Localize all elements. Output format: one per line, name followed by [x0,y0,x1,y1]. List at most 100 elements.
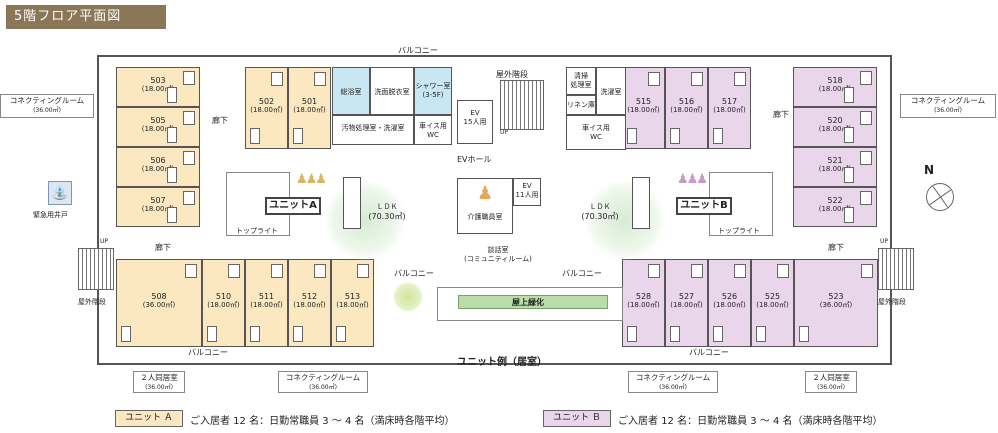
room-number: 521 [827,156,843,165]
washroom: 洗面脱衣室 [370,67,414,115]
balcony-mid-a: バルコニー [394,269,434,278]
bed-icon [756,326,766,342]
toilet-icon [271,72,283,86]
room-number: 506 [150,156,166,165]
building-outline [97,55,892,365]
balcony-mid-b: バルコニー [562,269,602,278]
room-number: 515 [635,97,652,106]
room-number: 502 [258,97,275,106]
double-room-left: ２人同居室(36.00㎡) [133,371,185,393]
room-label: 528(18.00㎡) [623,292,664,310]
legend-unit-a-text: ご入居者 12 名：日勤常職員 3 ～ 4 名（満床時各階平均） [190,416,455,427]
room-503: 503(18.00㎡) [116,67,200,107]
room-label: 526(18.00㎡) [709,292,750,310]
room-area: (18.00㎡) [250,106,283,114]
outdoor-staircase-top [500,80,544,130]
room-area: (18.00㎡) [141,205,175,213]
outdoor-stairs-left [78,248,114,290]
cleaning-room: 清掃 処理室 [566,67,596,95]
bed-icon [799,326,809,342]
room-label: 520(18.00㎡) [794,116,876,134]
kitchen-a [343,177,361,229]
room-area: (18.00㎡) [818,165,852,173]
room-518: 518(18.00㎡) [793,67,877,107]
room-area: (18.00㎡) [207,301,240,309]
bed-icon [844,167,854,183]
linen-room: リネン庫 [566,95,596,115]
room-label: 525(18.00㎡) [752,292,793,310]
roof-green-label: 屋上緑化 [512,298,544,307]
room-area: (36.00㎡) [819,301,853,309]
connecting-room-bottom-right: コネクティングルーム(36.00㎡) [628,371,718,393]
room-label: 527(18.00㎡) [666,292,707,310]
ldk-b: ＬＤＫ(70.30㎡) [581,203,619,221]
emergency-well-icon: ⛲ [48,181,72,205]
corridor-label-b-top: 廊下 [773,110,789,119]
laundry-room: 汚物処理室・洗濯室 [332,115,414,145]
room-label: 505(18.00㎡) [117,116,199,134]
bed-icon [167,167,177,183]
bed-icon [627,128,637,144]
room-area: (18.00㎡) [627,106,660,114]
unit-b-badge: ユニットB [676,197,732,215]
room-area: (18.00㎡) [293,301,326,309]
roof-green-bar [458,295,608,309]
room-number: 510 [215,292,232,301]
room-area: (36.00㎡) [142,301,176,309]
room-513: 513(18.00㎡) [331,259,374,347]
room-502: 502(18.00㎡) [245,67,288,149]
room-522: 522(18.00㎡) [793,187,877,227]
room-area: (18.00㎡) [670,106,703,114]
room-number: 523 [828,292,844,301]
room-number: 525 [764,292,781,301]
bed-icon [293,128,303,144]
toilet-icon [183,71,195,85]
room-520: 520(18.00㎡) [793,107,877,147]
room-area: (18.00㎡) [627,301,660,309]
unit-a-badge: ユニットA [265,197,321,215]
room-526: 526(18.00㎡) [708,259,751,347]
bed-icon [844,87,854,103]
staff-person-icon: ♟ [477,183,494,204]
double-room-right: ２人同居室(36.00㎡) [805,371,857,393]
room-area: (18.00㎡) [713,301,746,309]
toilet-icon [860,151,872,165]
page-title: 5階フロア平面図 [6,5,166,29]
legend-unit-b-swatch: ユニット Ｂ [543,410,611,427]
room-501: 501(18.00㎡) [288,67,331,149]
tree-icon [393,282,423,312]
balcony-bottom-a: バルコニー [188,348,228,357]
balcony-bottom-b: バルコニー [689,348,729,357]
room-label: 512(18.00㎡) [289,292,330,310]
room-505: 505(18.00㎡) [116,107,200,147]
bed-icon [250,128,260,144]
toilet-icon [691,72,703,86]
room-area: (18.00㎡) [713,106,746,114]
room-number: 503 [150,76,166,85]
toilet-icon [271,264,283,278]
room-label: 515(18.00㎡) [623,97,664,115]
room-number: 528 [635,292,652,301]
room-area: (18.00㎡) [818,205,852,213]
compass-label: N [924,163,935,177]
room-number: 518 [827,76,843,85]
room-label: 517(18.00㎡) [709,97,750,115]
emergency-well-label: 緊急用井戸 [33,211,68,219]
room-528: 528(18.00㎡) [622,259,665,347]
room-523: 523(36.00㎡) [794,259,878,347]
room-512: 512(18.00㎡) [288,259,331,347]
room-label: 523(36.00㎡) [795,292,877,310]
unit-example-label: ユニット例（居室） [457,357,547,368]
bed-icon [844,127,854,143]
bed-icon [336,326,346,342]
compass-icon [926,183,954,211]
outdoor-stairs-top-label: 屋外階段 [496,70,528,79]
room-area: (18.00㎡) [336,301,369,309]
room-number: 512 [301,292,318,301]
bath-room: 総浴室 [332,67,370,115]
staff-room: 介護職員室 [457,178,513,234]
bed-icon [713,128,723,144]
kitchen-b [632,177,650,229]
outdoor-stairs-right-label: 屋外階段 [878,298,906,306]
room-number: 508 [151,292,167,301]
